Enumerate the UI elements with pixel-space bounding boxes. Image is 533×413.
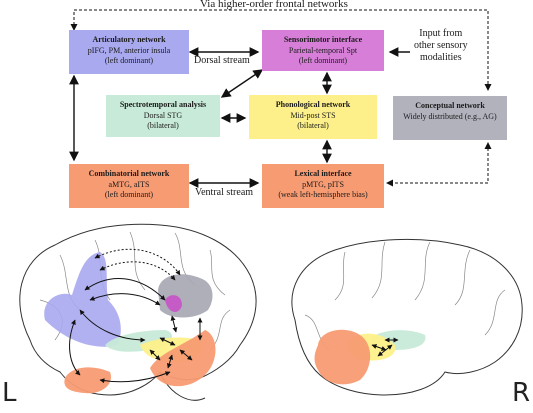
top-label: Via higher-order frontal networks [200, 0, 348, 10]
sensorimotor-interface-box: Sensorimotor interface Parietal-temporal… [262, 30, 384, 71]
articulatory-network-box: Articulatory network pIFG, PM, anterior … [69, 30, 189, 74]
combinatorial-network-box: Combinatorial network aMTG, aITS (left d… [69, 164, 189, 208]
input-line: modalities [419, 52, 462, 63]
box-line: (bilateral) [147, 121, 179, 130]
dashed-conceptual-lexical [386, 142, 492, 187]
box-line: aMTG, aITS [108, 179, 150, 189]
ventral-stream-label: Ventral stream [195, 187, 254, 198]
input-line: Input from [419, 28, 463, 39]
left-hemisphere-label: L [2, 378, 17, 408]
right-brain-arrows [371, 337, 399, 357]
right-lexical-region [314, 329, 371, 385]
left-conceptual-region [158, 274, 213, 318]
left-sulci [39, 231, 231, 351]
right-sulci [304, 241, 506, 351]
left-combinatorial-region [64, 367, 111, 394]
box-title: Spectrotemporal analysis [119, 100, 207, 109]
box-line: (left dominant) [104, 190, 154, 199]
box-title: Combinatorial network [88, 169, 170, 178]
arrow-spectro-sensori [220, 69, 264, 98]
box-line: pIFG, PM, anterior insula [87, 45, 171, 55]
input-label: Input from other sensory modalities [414, 28, 468, 64]
flow-diagram-arrows [69, 9, 492, 188]
box-line: pMTG, pITS [302, 179, 344, 189]
left-sensorimotor-region [165, 295, 182, 312]
box-line: Dorsal STG [143, 110, 183, 120]
left-phonological-region [140, 337, 202, 362]
conceptual-network-box: Conceptual network Widely distributed (e… [393, 96, 507, 140]
right-spectrotemporal-region [370, 330, 426, 350]
left-lexical-region [150, 330, 216, 387]
left-hemisphere [19, 223, 257, 401]
left-spectrotemporal-region [105, 330, 172, 352]
box-line: Mid-post STS [290, 110, 336, 120]
box-line: (left dominant) [298, 56, 348, 65]
left-brain-arrows [69, 248, 203, 384]
box-title: Sensorimotor interface [283, 35, 363, 44]
right-phonological-region [348, 333, 396, 361]
right-hemisphere-label: R [512, 378, 531, 408]
right-hemisphere [291, 238, 523, 396]
box-title: Phonological network [275, 100, 351, 109]
box-line: (bilateral) [297, 121, 329, 130]
box-line: (left dominant) [104, 56, 154, 65]
box-title: Articulatory network [92, 35, 166, 44]
left-articulatory-region [44, 252, 121, 347]
lexical-interface-box: Lexical interface pMTG, pITS (weak left-… [262, 164, 384, 208]
spectrotemporal-analysis-box: Spectrotemporal analysis Dorsal STG (bil… [106, 95, 220, 137]
box-line: Widely distributed (e.g., AG) [403, 111, 497, 121]
phonological-network-box: Phonological network Mid-post STS (bilat… [249, 95, 377, 139]
dorsal-stream-label: Dorsal stream [194, 55, 250, 66]
input-line: other sensory [414, 40, 468, 51]
box-line: (weak left-hemisphere bias) [278, 190, 368, 199]
box-title: Lexical interface [294, 169, 352, 178]
box-line: Parietal-temporal Spt [288, 45, 358, 55]
dashed-frontal-path [70, 9, 492, 91]
box-title: Conceptual network [415, 101, 485, 110]
